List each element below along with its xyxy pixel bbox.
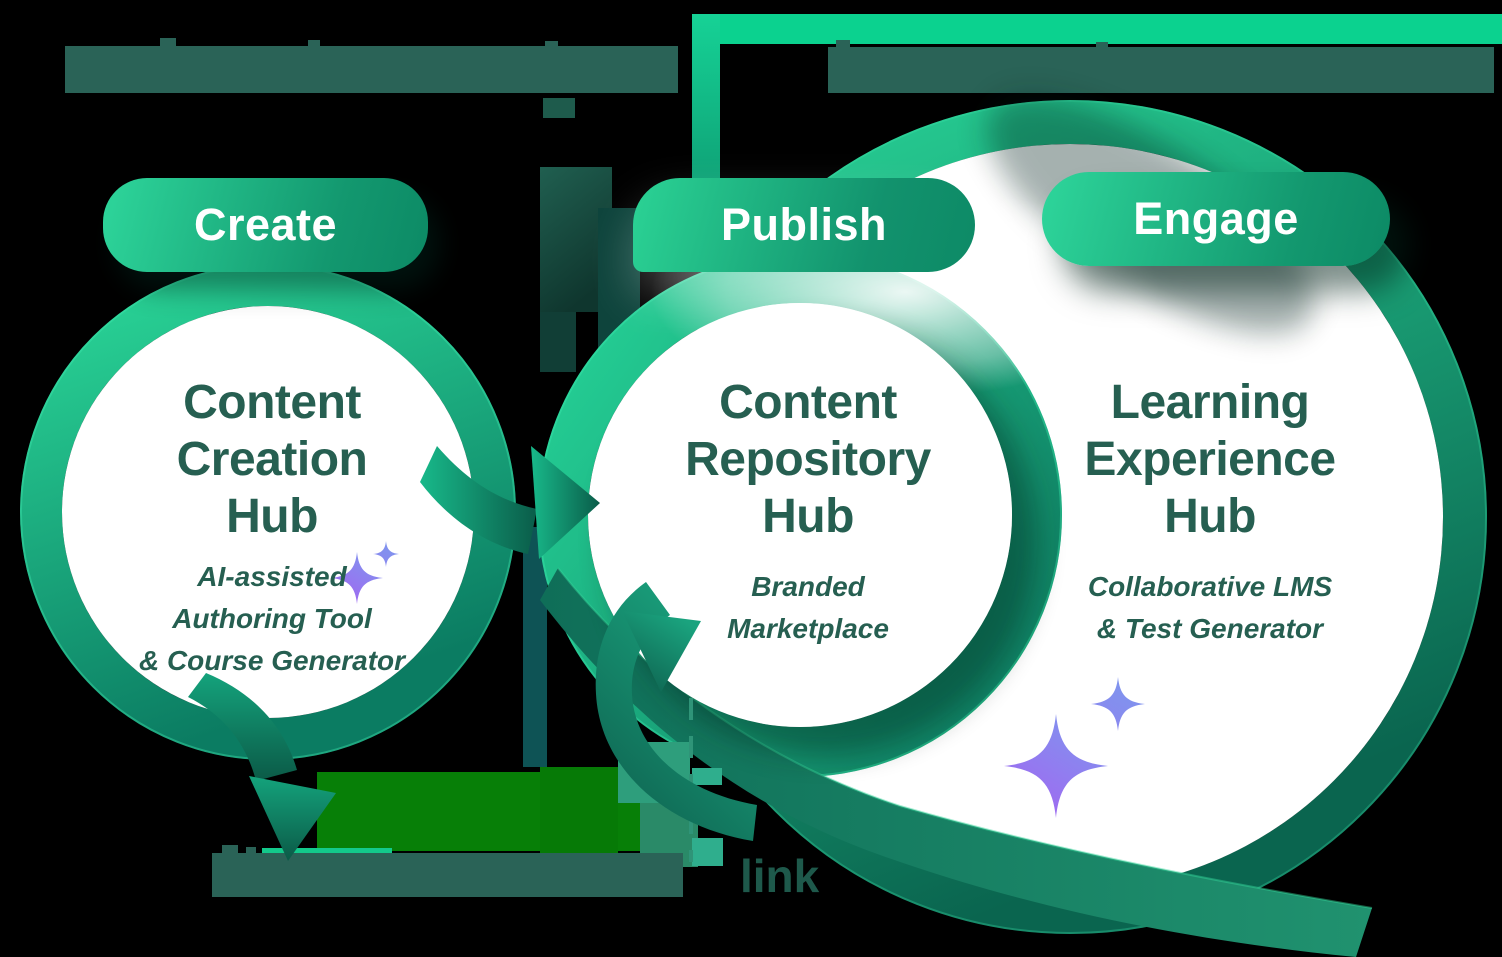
glitch-top-strip xyxy=(720,14,1502,44)
glitch-chip-mid xyxy=(523,527,547,767)
swoosh-band xyxy=(540,568,1372,957)
title-line: Hub xyxy=(226,490,318,543)
subtitle-line: Authoring Tool xyxy=(172,603,372,634)
create-hub-subtitle: AI-assisted Authoring Tool & Course Gene… xyxy=(72,556,472,682)
redacted-bar-top-left xyxy=(65,38,678,93)
publish-hub-title: Content Repository Hub xyxy=(608,374,1008,545)
subtitle-line: Branded xyxy=(751,571,865,602)
title-line: Hub xyxy=(1164,490,1256,543)
title-line: Creation xyxy=(176,433,368,486)
subtitle-line: & Test Generator xyxy=(1096,613,1324,644)
arrow-up-to-publish xyxy=(595,582,757,841)
glitch-chip-teal-2 xyxy=(692,768,722,785)
create-stage-pill: Create xyxy=(103,178,428,272)
title-line: Experience xyxy=(1084,433,1336,486)
title-line: Repository xyxy=(685,433,931,486)
title-line: Content xyxy=(183,376,361,429)
subtitle-line: Collaborative LMS xyxy=(1087,571,1333,602)
title-line: Hub xyxy=(762,490,854,543)
engage-stage-pill: Engage xyxy=(1042,172,1390,266)
subtitle-line: Marketplace xyxy=(727,613,889,644)
glitch-chip-teal-3 xyxy=(692,838,723,866)
subtitle-line: & Course Generator xyxy=(138,645,406,676)
redacted-green-block-2 xyxy=(540,767,618,867)
publish-stage-pill: Publish xyxy=(633,178,975,272)
engage-hub-subtitle: Collaborative LMS & Test Generator xyxy=(1010,566,1410,650)
create-hub-title: Content Creation Hub xyxy=(72,374,472,545)
engage-stage-pill-label: Engage xyxy=(1133,193,1299,244)
create-circle xyxy=(62,306,474,718)
arrow-create-down xyxy=(188,673,336,861)
publish-stage-pill-label: Publish xyxy=(720,199,887,250)
engage-hub-title: Learning Experience Hub xyxy=(1010,374,1410,545)
redacted-bar-bottom xyxy=(212,845,683,897)
bottom-text-fragment: link xyxy=(740,850,820,902)
create-stage-pill-label: Create xyxy=(193,199,338,250)
subtitle-line: AI-assisted xyxy=(197,561,347,592)
title-line: Content xyxy=(719,376,897,429)
glitch-underline xyxy=(262,848,392,856)
sparkle-icon-left xyxy=(331,541,399,604)
arrow-create-to-publish xyxy=(420,446,600,559)
title-line: Learning xyxy=(1110,376,1310,429)
sparkle-icon-right xyxy=(1004,677,1145,818)
publish-hub-subtitle: Branded Marketplace xyxy=(608,566,1008,650)
glitch-vertical-bar xyxy=(692,14,720,179)
redacted-bar-top-right xyxy=(828,40,1494,93)
